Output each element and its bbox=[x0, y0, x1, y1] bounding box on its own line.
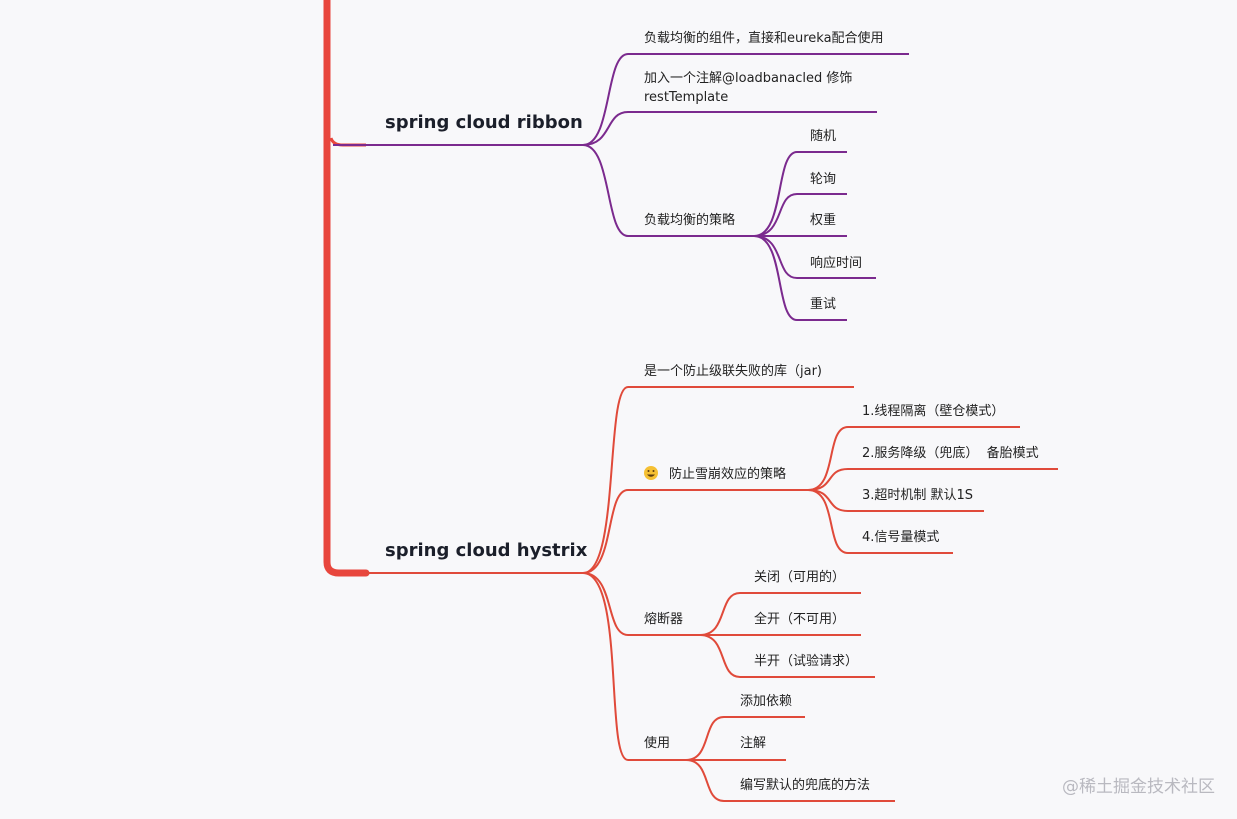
avalanche-timeout[interactable]: 3.超时机制 默认1S bbox=[862, 487, 973, 503]
connector-hystrix-item-3 bbox=[582, 572, 700, 636]
hystrix-item-breaker[interactable]: 熔断器 bbox=[644, 612, 683, 627]
connector-avalanche-4 bbox=[807, 489, 953, 554]
trunk-branch-ribbon bbox=[329, 137, 366, 147]
connector-breaker-1 bbox=[699, 592, 861, 636]
strategy-random[interactable]: 随机 bbox=[810, 129, 836, 144]
strategy-round-robin[interactable]: 轮询 bbox=[810, 172, 836, 187]
connector-ribbon-item-3 bbox=[582, 144, 754, 237]
strategy-retry[interactable]: 重试 bbox=[810, 296, 836, 312]
ribbon-item-annotation-line1[interactable]: 加入一个注解@loadbanacled 修饰 bbox=[644, 71, 852, 86]
connector-usage-3 bbox=[685, 759, 895, 802]
topic-title-hystrix[interactable]: spring cloud hystrix bbox=[385, 540, 588, 561]
avalanche-semaphore[interactable]: 4.信号量模式 bbox=[862, 530, 939, 545]
avalanche-thread-isolation[interactable]: 1.线程隔离（壁仓模式） bbox=[862, 403, 1004, 419]
grinning-face-icon bbox=[644, 466, 658, 480]
connector-usage-1 bbox=[685, 716, 805, 761]
connector-strategy-1 bbox=[753, 151, 847, 237]
hystrix-item-library[interactable]: 是一个防止级联失败的库（jar) bbox=[644, 363, 822, 379]
avalanche-degradation[interactable]: 2.服务降级（兜底） 备胎模式 bbox=[862, 445, 1039, 461]
main-trunk-line bbox=[323, 0, 370, 577]
watermark: @稀土掘金技术社区 bbox=[1062, 777, 1215, 797]
usage-add-dependency[interactable]: 添加依赖 bbox=[740, 694, 792, 709]
strategy-weight[interactable]: 权重 bbox=[810, 212, 836, 228]
connector-avalanche-2 bbox=[807, 468, 1058, 491]
connector-breaker-3 bbox=[699, 634, 875, 678]
connector-hystrix-item-2 bbox=[582, 489, 808, 574]
connector-ribbon-item-1 bbox=[582, 53, 909, 146]
breaker-closed[interactable]: 关闭（可用的） bbox=[754, 569, 845, 585]
connector-avalanche-1 bbox=[807, 426, 1020, 491]
breaker-open[interactable]: 全开（不可用） bbox=[754, 611, 845, 627]
topic-title-ribbon[interactable]: spring cloud ribbon bbox=[385, 112, 583, 133]
usage-fallback-method[interactable]: 编写默认的兜底的方法 bbox=[740, 777, 870, 793]
connector-hystrix-item-4 bbox=[582, 572, 686, 761]
ribbon-item-annotation-line2[interactable]: restTemplate bbox=[644, 90, 728, 105]
connector-hystrix-item-1 bbox=[582, 386, 854, 574]
hystrix-item-usage[interactable]: 使用 bbox=[644, 735, 670, 751]
usage-annotation[interactable]: 注解 bbox=[740, 736, 766, 751]
ribbon-connectors bbox=[582, 53, 909, 321]
connector-strategy-4 bbox=[753, 235, 876, 279]
ribbon-item-strategy[interactable]: 负载均衡的策略 bbox=[644, 212, 735, 228]
breaker-half-open[interactable]: 半开（试验请求） bbox=[754, 653, 858, 669]
connector-ribbon-item-2 bbox=[582, 111, 877, 146]
connector-strategy-2 bbox=[753, 193, 847, 237]
ribbon-item-eureka[interactable]: 负载均衡的组件，直接和eureka配合使用 bbox=[644, 30, 884, 46]
strategy-response-time[interactable]: 响应时间 bbox=[810, 255, 862, 271]
hystrix-item-avalanche[interactable]: 防止雪崩效应的策略 bbox=[669, 466, 786, 482]
connector-strategy-5 bbox=[753, 235, 847, 321]
hystrix-connectors bbox=[582, 386, 1058, 802]
